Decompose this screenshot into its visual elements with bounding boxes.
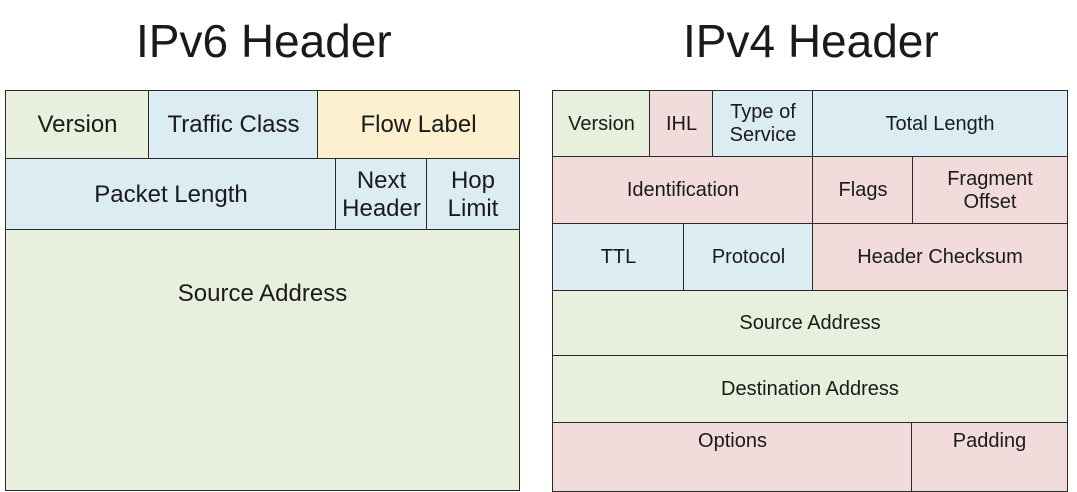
ipv4-protocol-label: Protocol xyxy=(711,246,786,268)
ipv4-total-length-label: Total Length xyxy=(885,112,995,135)
ipv4-padding-label: Padding xyxy=(952,429,1027,452)
ipv6-flow-label-field: Flow Label xyxy=(317,90,520,160)
ipv6-hop-limit-label: Hop Limit xyxy=(447,166,499,222)
ipv4-version-label: Version xyxy=(568,112,635,135)
ipv6-flow-label-label: Flow Label xyxy=(360,111,477,139)
ipv4-fragment-offset-label: Fragment Offset xyxy=(947,167,1033,213)
ipv4-total-length-field: Total Length xyxy=(812,90,1068,158)
ipv4-destination-address-label: Destination Address xyxy=(721,378,899,400)
ipv4-type-of-service-label: Type of Service xyxy=(729,101,797,146)
ipv4-fragment-offset-field: Fragment Offset xyxy=(912,156,1068,225)
ipv4-version-field: Version xyxy=(552,90,651,158)
ipv6-title: IPv6 Header xyxy=(136,15,392,67)
ipv6-source-address-label: Source Address xyxy=(177,280,348,308)
ipv6-packet-length-label: Packet Length xyxy=(94,180,248,208)
ipv4-source-address-field: Source Address xyxy=(552,290,1068,357)
ipv4-options-field: Options xyxy=(552,422,913,492)
ipv6-next-header-label: Next Header xyxy=(342,166,421,222)
ipv6-next-header-field: Next Header xyxy=(335,158,428,231)
ipv4-ihl-label: IHL xyxy=(665,112,698,135)
ipv4-identification-label: Identification xyxy=(626,179,740,201)
ipv4-destination-address-field: Destination Address xyxy=(552,355,1068,424)
ipv4-options-label: Options xyxy=(698,429,767,452)
ipv4-ihl-field: IHL xyxy=(649,90,714,158)
ipv4-title: IPv4 Header xyxy=(683,15,939,67)
ipv6-hop-limit-field: Hop Limit xyxy=(426,158,520,231)
ipv6-traffic-class-field: Traffic Class xyxy=(148,90,319,160)
ipv4-ttl-field: TTL xyxy=(552,223,685,292)
ipv4-header-checksum-field: Header Checksum xyxy=(812,223,1068,292)
ipv6-version-field: Version xyxy=(5,90,150,160)
ipv6-packet-length-field: Packet Length xyxy=(5,158,337,231)
ipv4-flags-field: Flags xyxy=(812,156,914,225)
ipv4-padding-field: Padding xyxy=(911,422,1068,492)
ipv4-flags-label: Flags xyxy=(838,179,888,201)
ipv4-protocol-field: Protocol xyxy=(683,223,814,292)
ipv4-header-checksum-label: Header Checksum xyxy=(857,246,1023,268)
ipv4-type-of-service-field: Type of Service xyxy=(712,90,814,158)
ipv4-source-address-label: Source Address xyxy=(739,312,881,334)
ipv4-ttl-label: TTL xyxy=(600,246,637,268)
ipv6-source-address-field: Source Address xyxy=(5,229,520,491)
ipv6-traffic-class-label: Traffic Class xyxy=(167,111,300,139)
ipv4-identification-field: Identification xyxy=(552,156,814,225)
ipv6-version-label: Version xyxy=(37,111,118,139)
